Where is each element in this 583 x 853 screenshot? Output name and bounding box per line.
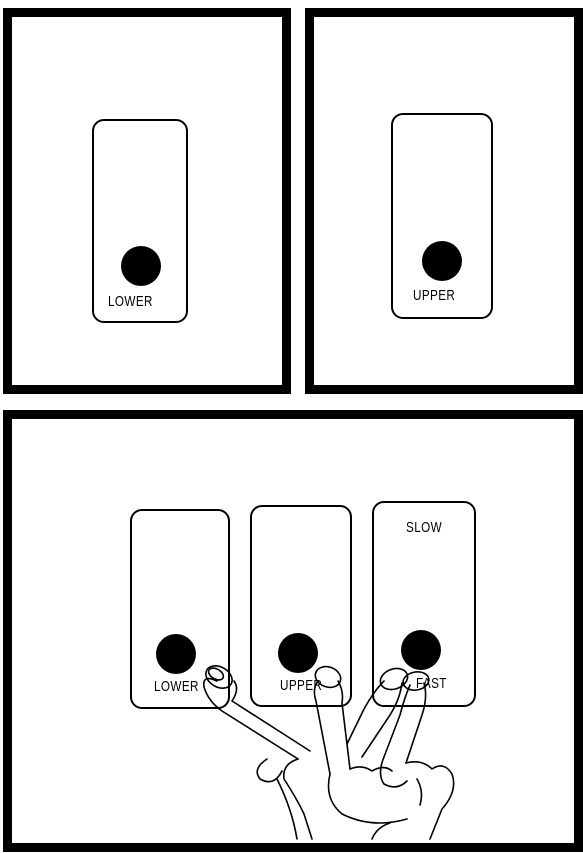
lower-push-button[interactable] bbox=[121, 246, 161, 286]
upper-label-b: UPPER bbox=[280, 677, 322, 694]
speed-push-button[interactable] bbox=[401, 630, 441, 670]
lower-label-b: LOWER bbox=[154, 678, 199, 695]
upper-switch-plate-b: UPPER bbox=[250, 505, 352, 707]
speed-switch-plate: SLOW FAST bbox=[372, 501, 476, 707]
panel-all-switches: LOWER UPPER SLOW FAST bbox=[3, 410, 583, 852]
upper-push-button-b[interactable] bbox=[278, 633, 318, 673]
slow-label: SLOW bbox=[406, 519, 442, 536]
panel-lower-switch: LOWER bbox=[3, 8, 291, 394]
upper-switch-plate: UPPER bbox=[391, 113, 493, 319]
fast-label: FAST bbox=[416, 675, 447, 692]
lower-switch-plate-b: LOWER bbox=[130, 509, 230, 709]
panel-upper-switch: UPPER bbox=[305, 8, 583, 394]
upper-push-button[interactable] bbox=[422, 241, 462, 281]
lower-push-button-b[interactable] bbox=[156, 634, 196, 674]
lower-label: LOWER bbox=[108, 293, 153, 310]
lower-switch-plate: LOWER bbox=[92, 119, 188, 323]
upper-label: UPPER bbox=[413, 287, 455, 304]
